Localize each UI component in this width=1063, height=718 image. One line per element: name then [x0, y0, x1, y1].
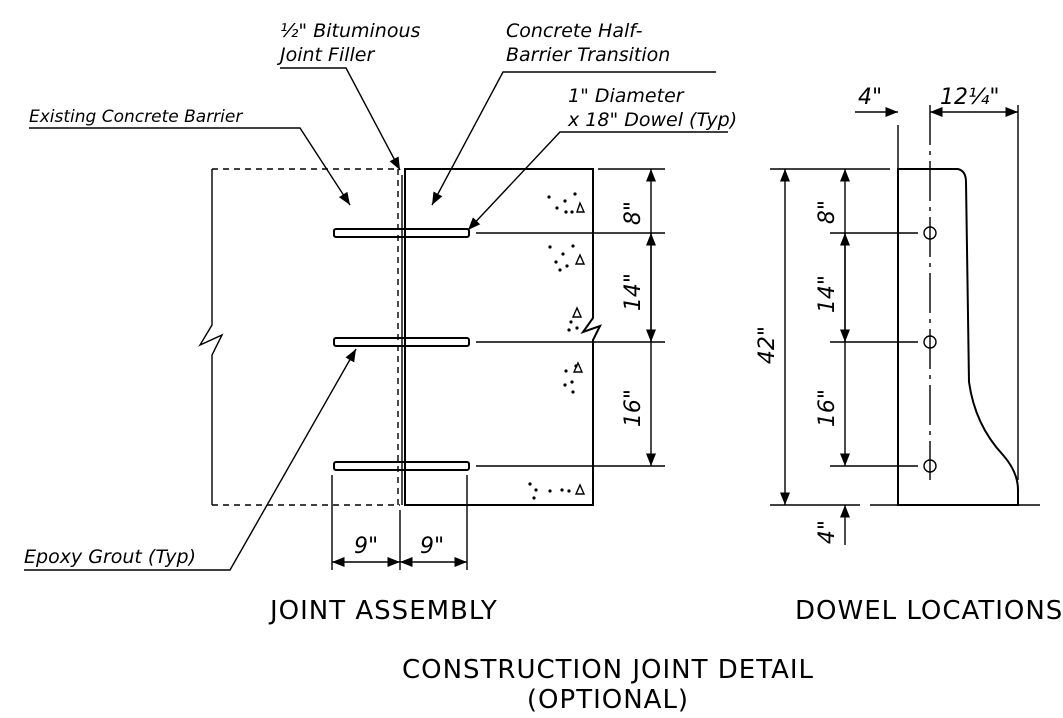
note-bituminous: ½" Bituminous — [280, 20, 420, 42]
note-joint-filler: Joint Filler — [276, 44, 375, 66]
dowel-middle — [333, 337, 470, 347]
note-dowel-2: x 18" Dowel (Typ) — [567, 109, 737, 131]
dowel-dim-4-top: 4" — [858, 85, 882, 110]
leader-joint-filler — [280, 67, 401, 171]
caption-dowel-locations: DOWEL LOCATIONS — [795, 596, 1063, 626]
detail-subtitle: (OPTIONAL) — [527, 685, 689, 715]
barrier-profile — [897, 168, 1019, 506]
note-dowel-1: 1" Diameter — [568, 85, 685, 107]
joint-vertical-dimensions — [476, 168, 665, 467]
leader-dowel — [467, 131, 728, 231]
concrete-stipple — [528, 192, 586, 500]
joint-dim-9-right: 9" — [420, 534, 444, 559]
leader-epoxy-grout — [24, 348, 357, 571]
joint-dim-14: 14" — [621, 273, 646, 311]
detail-title: CONSTRUCTION JOINT DETAIL — [402, 655, 814, 685]
note-existing-barrier: Existing Concrete Barrier — [29, 107, 243, 127]
note-half-barrier-1: Concrete Half- — [506, 20, 643, 42]
dowel-dim-14: 14" — [815, 275, 840, 313]
joint-horizontal-dimensions — [331, 475, 468, 570]
joint-dim-8: 8" — [621, 201, 646, 225]
dowel-dim-42: 42" — [755, 326, 780, 364]
joint-assembly-view: 8" 14" 16" 9" 9" ½" Bituminous Joint Fil… — [24, 20, 737, 626]
note-epoxy-grout: Epoxy Grout (Typ) — [24, 546, 196, 568]
leader-existing-barrier — [29, 127, 351, 206]
dowel-bottom — [333, 461, 470, 471]
dowel-locations-view: 4" 12¼" 42" 8" 14" 16" 4" DOWEL LOCATION… — [755, 85, 1063, 626]
leader-half-barrier — [431, 71, 716, 206]
note-half-barrier-2: Barrier Transition — [506, 44, 670, 66]
dowel-bars — [333, 228, 470, 471]
dowel-dim-8: 8" — [815, 200, 840, 224]
joint-dim-9-left: 9" — [354, 534, 378, 559]
dowel-section-bottom — [923, 459, 937, 473]
caption-joint-assembly: JOINT ASSEMBLY — [268, 596, 498, 626]
dowel-dim-16: 16" — [815, 389, 840, 427]
dowel-section-top — [923, 226, 937, 240]
joint-dim-16: 16" — [621, 389, 646, 427]
dowel-section-middle — [923, 335, 937, 349]
dowel-dim-12-quarter: 12¼" — [940, 85, 999, 110]
dowel-dim-4-bottom: 4" — [815, 520, 840, 544]
